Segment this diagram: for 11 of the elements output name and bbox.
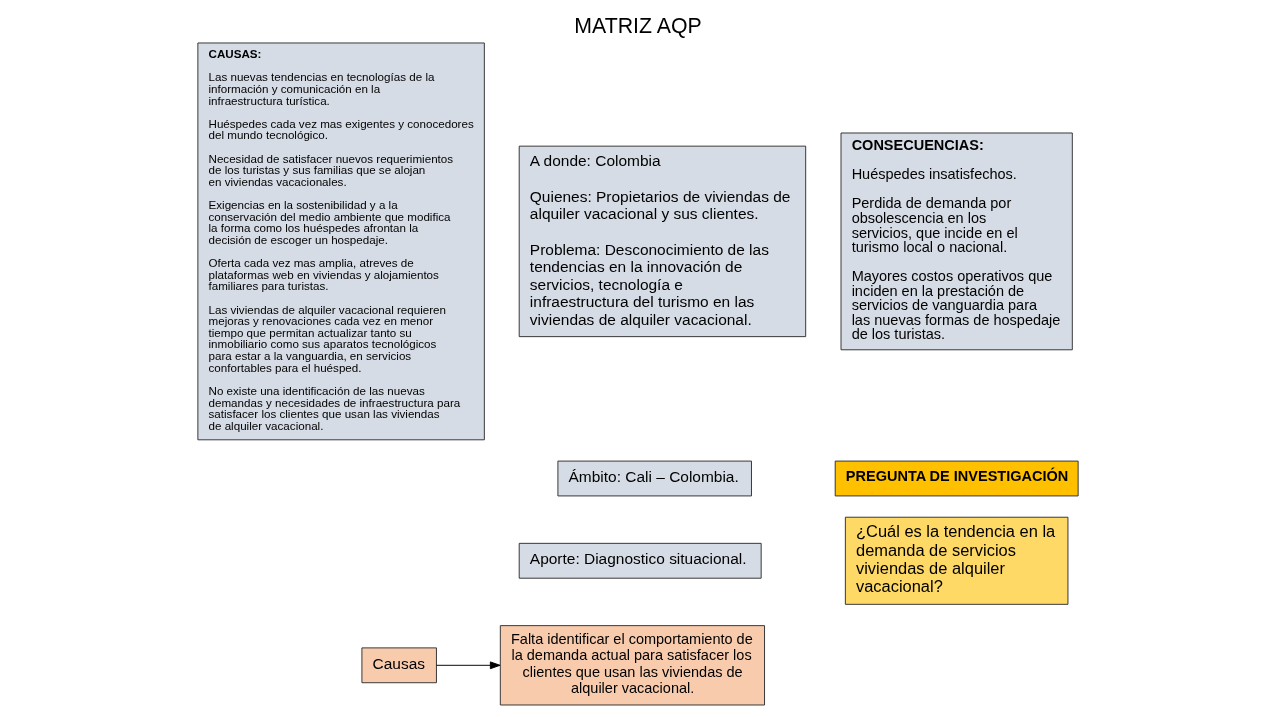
arrow xyxy=(435,661,501,670)
node-box: Aporte: Diagnostico situacional. xyxy=(518,542,762,579)
node-box: Causas xyxy=(360,647,437,684)
diagram-title: MATRIZ AQP xyxy=(573,13,702,38)
node-box: PREGUNTA DE INVESTIGACIÓN xyxy=(834,460,1079,497)
node-box: ¿Cuál es la tendencia en la demanda de servicios viviendas de alquiler vacacional? xyxy=(844,516,1068,605)
node-box: Falta identificar el comportamiento de la demanda actual para satisfacer los clientes que usan las viviendas de alquiler vacacional. xyxy=(499,625,765,706)
node-box: Ámbito: Cali – Colombia. xyxy=(556,460,752,497)
node-box: CAUSAS: Las nuevas tendencias en tecnologías de la información y comunicación en la infraestructura turística. Huéspedes cada vez mas exigentes y conocedores del mundo tecnológico. Necesidad de satisfacer nuevos requerimientos de los turistas y sus familias que se alojan en viviendas vacacionales. Exigencias en la sostenibilidad y a la conservación del medio ambiente que modifica la forma como los huéspedes afrontan la decisión de escoger un hospedaje. Oferta cada vez mas amplia, atreves de plataformas web en viviendas y alojamientos familiares para turistas. Las viviendas de alquiler vacacional requieren mejoras y renovaciones cada vez en menor tiempo que permitan actualizar tanto su inmobiliario como sus aparatos tecnológicos para estar a la vanguardia, en servicios confortables para el huésped. No existe una identificación de las nuevas demandas y necesidades de infraestructura para satisfacer los clientes que usan las viviendas de alquiler vacacional. xyxy=(196,42,485,441)
node-box: A donde: Colombia Quienes: Propietarios de viviendas de alquiler vacacional y sus clientes. Problema: Desconocimiento de las tendencias en la innovación de servicios, tecnología e infraestructura del turismo en las viviendas de alquiler vacacional. xyxy=(518,145,806,338)
node-box: CONSECUENCIAS: Huéspedes insatisfechos. Perdida de demanda por obsolescencia en los servicios, que incide en el turismo local o nacional. Mayores costos operativos que inciden en la prestación de servicios de vanguardia para las nuevas formas de hospedaje de los turistas. xyxy=(840,132,1073,351)
